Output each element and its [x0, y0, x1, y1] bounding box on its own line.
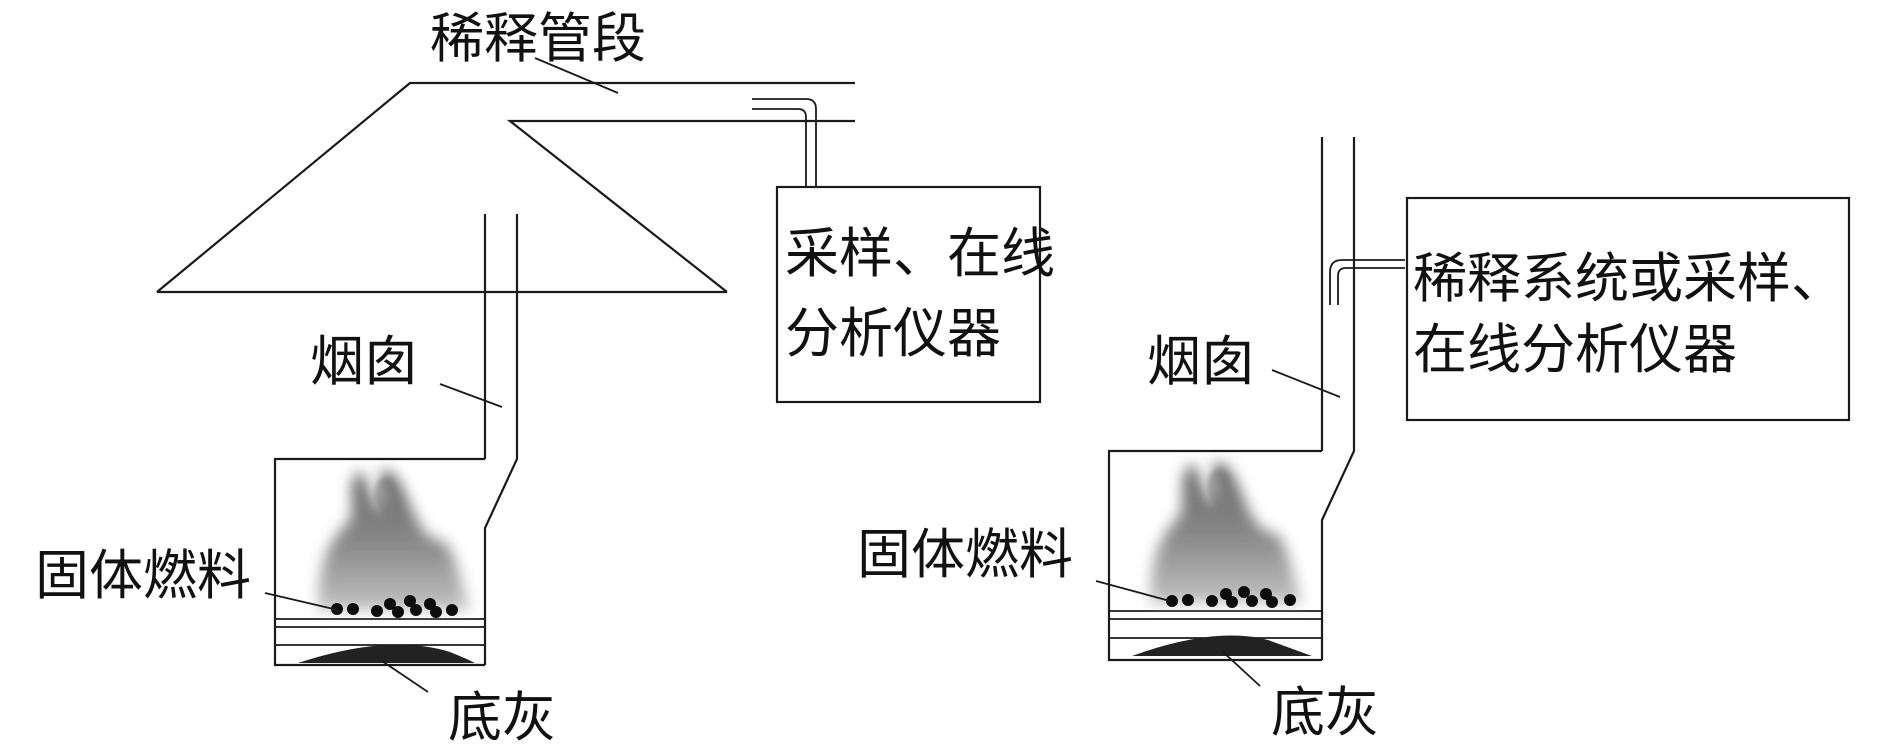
solid-fuel-coals: [331, 595, 458, 618]
flame-graphic: [318, 470, 470, 610]
analyzer-box: [775, 185, 1042, 404]
analyzer-box-text-line2: 分析仪器: [785, 302, 1001, 365]
coal-piece: [1284, 594, 1296, 606]
analyzer-box-text-line2: 在线分析仪器: [1413, 318, 1737, 381]
label-dilution-pipe: 稀释管段: [430, 7, 646, 70]
bottom-ash-mound: [298, 644, 475, 663]
coal-piece: [410, 604, 422, 616]
dilution-hood: [156, 81, 855, 294]
stove-body: [273, 457, 485, 667]
leader-lines: [1095, 369, 1341, 687]
coal-piece: [392, 606, 404, 618]
chimney: [1320, 137, 1356, 660]
right-system: 稀释系统或采样、 在线分析仪器 烟囱 固体燃料 底灰: [857, 137, 1851, 744]
coal-piece: [347, 603, 359, 615]
analyzer-box-text-line1: 稀释系统或采样、: [1413, 247, 1845, 310]
label-bottom-ash: 底灰: [1271, 681, 1379, 744]
analyzer-box: [1405, 196, 1851, 422]
coal-piece: [1226, 596, 1238, 608]
coal-piece: [446, 604, 458, 616]
coal-piece: [384, 598, 396, 610]
label-chimney: 烟囱: [310, 330, 418, 393]
sampling-probe: [752, 98, 817, 186]
coal-piece: [1238, 586, 1250, 598]
sampling-probe: [1329, 259, 1405, 305]
coal-piece: [1246, 595, 1258, 607]
flame-graphic: [1150, 462, 1302, 603]
label-bottom-ash: 底灰: [448, 686, 556, 749]
coal-piece: [371, 605, 383, 617]
label-chimney: 烟囱: [1147, 330, 1255, 393]
coal-piece: [1166, 595, 1178, 607]
coal-piece: [1206, 595, 1218, 607]
coal-piece: [430, 606, 442, 618]
leader-lines: [264, 57, 619, 693]
bottom-ash-mound: [1132, 635, 1312, 656]
solid-fuel-coals: [1166, 586, 1296, 608]
label-solid-fuel: 固体燃料: [35, 544, 251, 607]
coal-piece: [404, 595, 416, 607]
coal-piece: [1266, 596, 1278, 608]
analyzer-box-text-line1: 采样、在线: [785, 222, 1055, 285]
left-system: 稀释管段 采样、在线 分析仪器 烟囱 固体燃料 底灰: [35, 7, 1055, 749]
coal-piece: [1182, 594, 1194, 606]
label-solid-fuel: 固体燃料: [857, 523, 1073, 586]
chimney: [483, 214, 519, 665]
